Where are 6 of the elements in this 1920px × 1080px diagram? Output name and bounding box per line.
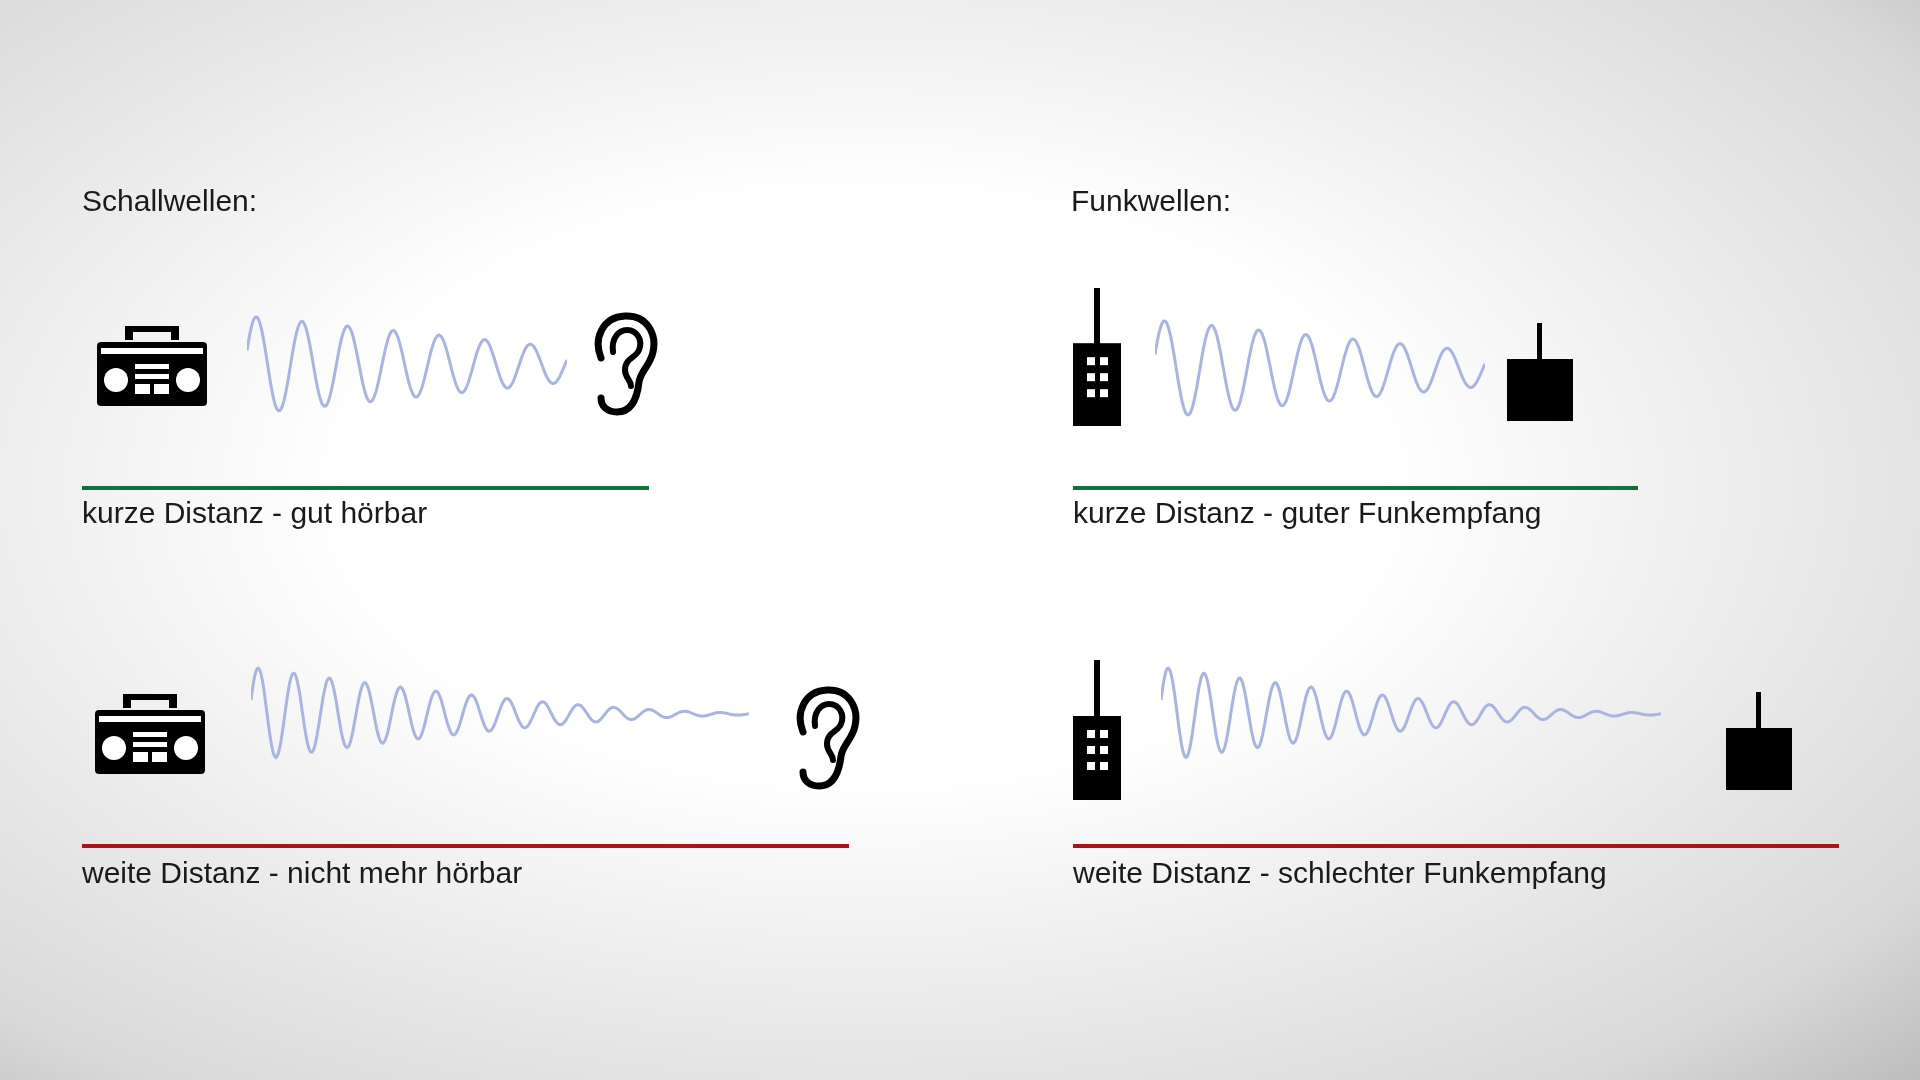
- section-heading: Schallwellen:: [82, 186, 258, 216]
- caption: kurze Distanz - guter Funkempfang: [1073, 498, 1542, 528]
- caption: weite Distanz - nicht mehr hörbar: [82, 858, 523, 888]
- caption: kurze Distanz - gut hörbar: [82, 498, 428, 528]
- section-heading: Funkwellen:: [1071, 186, 1232, 216]
- caption: weite Distanz - schlechter Funkempfang: [1073, 858, 1607, 888]
